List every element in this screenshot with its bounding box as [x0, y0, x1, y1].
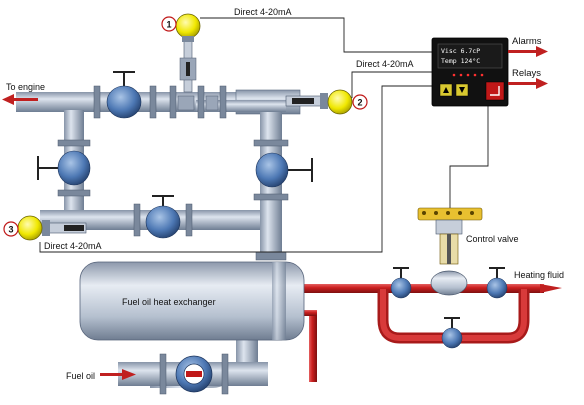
fuel-oil-inlet-arrow-icon [100, 369, 136, 380]
arrow-down-icon [459, 87, 465, 93]
temperature-sensor-2: 2 [285, 89, 368, 115]
relays-arrow-icon [536, 78, 548, 89]
controller-outputs: Alarms Relays [508, 36, 548, 89]
to-engine-label: To engine [6, 82, 45, 92]
sensor-3-number-badge [3, 221, 19, 237]
heat-exchanger-label: Fuel oil heat exchanger [122, 297, 216, 307]
relays-label: Relays [512, 68, 541, 79]
sensor-2-number: 2 [358, 98, 363, 108]
signal-label-3: Direct 4-20mA [44, 241, 102, 251]
isolation-valve-bottom [145, 195, 181, 239]
isolation-valve-left [37, 150, 91, 186]
control-valve: Control valve [417, 207, 519, 296]
heating-fluid-label: Heating fluid [514, 270, 564, 280]
enter-icon [490, 86, 500, 96]
heating-fluid-arrow-icon [540, 284, 562, 293]
to-engine-arrow-icon [2, 94, 38, 105]
sensor-2-number-badge [352, 94, 368, 110]
alarms-label: Alarms [512, 36, 542, 47]
control-valve-label: Control valve [466, 234, 519, 244]
heat-exchanger: Fuel oil heat exchanger [79, 261, 305, 341]
temperature-sensor-3: 3 [3, 215, 87, 241]
fuel-oil-label: Fuel oil [66, 371, 95, 381]
arrow-up-icon [443, 87, 449, 93]
viscosity-sensor-1: 1 [161, 13, 201, 93]
controller-enter-button[interactable] [485, 81, 505, 101]
controller-display-viscosity: Visc 6.7cP [441, 47, 480, 55]
signal-label-2: Direct 4-20mA [356, 59, 414, 69]
controller-display-temperature: Temp 124°C [441, 57, 480, 65]
fuel-oil-pump [159, 353, 229, 395]
heating-line-valves [390, 267, 508, 349]
isolation-valve-right [255, 152, 313, 188]
isolation-valve-top [106, 71, 142, 119]
sensor-1-number-badge [161, 16, 177, 32]
signal-label-1: Direct 4-20mA [234, 7, 292, 17]
alarms-arrow-icon [536, 46, 548, 57]
sensor-1-number: 1 [167, 20, 172, 30]
heating-fluid-loop [302, 284, 562, 382]
viscosity-controller: Visc 6.7cP Temp 124°C [431, 37, 509, 107]
sensor-3-number: 3 [9, 225, 14, 235]
signal-wiring [39, 17, 489, 253]
